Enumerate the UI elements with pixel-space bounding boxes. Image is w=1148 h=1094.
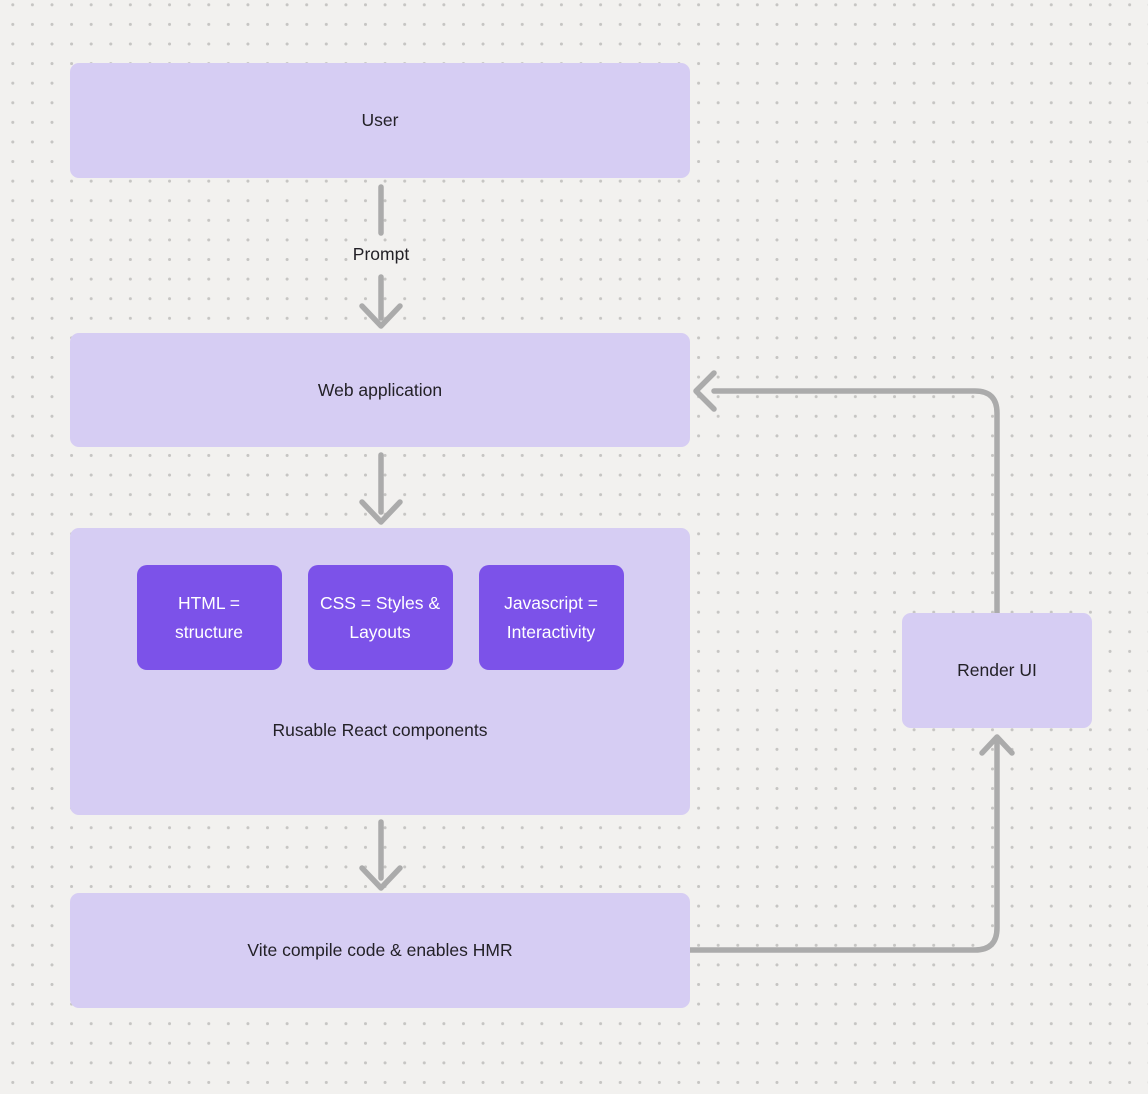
node-web-application[interactable]: Web application — [70, 333, 690, 447]
edge-render-to-webapp-segment — [711, 388, 1000, 616]
node-react-components-group[interactable]: HTML = structure CSS = Styles & Layouts … — [70, 528, 690, 815]
arrowhead-up-icon — [979, 734, 1015, 756]
node-vite-label: Vite compile code & enables HMR — [247, 940, 513, 961]
chip-css-label: CSS = Styles & Layouts — [319, 592, 441, 642]
node-user-label: User — [361, 110, 399, 131]
arrowhead-down-icon — [359, 499, 403, 525]
arrowhead-down-icon — [359, 865, 403, 891]
node-web-application-label: Web application — [317, 379, 443, 400]
chip-html-label: HTML = structure — [174, 592, 244, 642]
node-user[interactable]: User — [70, 63, 690, 178]
arrowhead-left-icon — [693, 370, 717, 412]
node-vite[interactable]: Vite compile code & enables HMR — [70, 893, 690, 1008]
edge-label-prompt: Prompt — [331, 244, 431, 265]
group-caption: Rusable React components — [272, 720, 488, 740]
chip-javascript-label: Javascript = Interactivity — [504, 592, 598, 642]
node-render-ui-label: Render UI — [957, 660, 1037, 681]
arrowhead-down-icon — [359, 303, 403, 329]
node-render-ui[interactable]: Render UI — [902, 613, 1092, 728]
chip-html[interactable]: HTML = structure — [136, 565, 282, 670]
edge-vite-to-render-segment — [687, 738, 1000, 953]
chip-javascript[interactable]: Javascript = Interactivity — [478, 565, 624, 670]
chip-css[interactable]: CSS = Styles & Layouts — [307, 565, 453, 670]
chips-row: HTML = structure CSS = Styles & Layouts … — [70, 565, 690, 670]
